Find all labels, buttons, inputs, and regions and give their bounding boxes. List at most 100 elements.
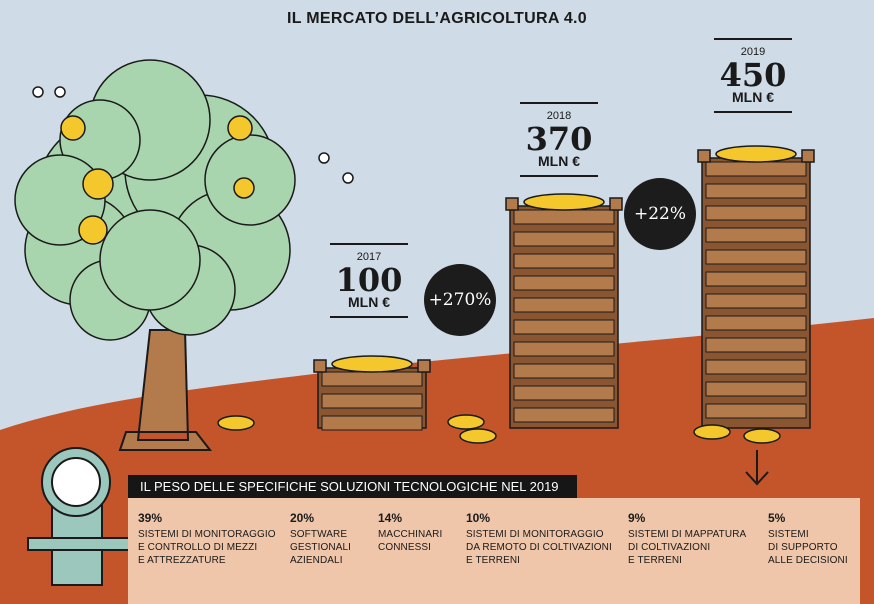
coin-pile (715, 145, 797, 163)
weighing-scale-icon (27, 447, 133, 586)
crate-corner (697, 149, 711, 163)
crate-corner (505, 197, 519, 211)
crate-slat (513, 297, 615, 313)
breakdown-list: 39% SISTEMI DI MONITORAGGIO E CONTROLLO D… (128, 498, 860, 604)
tick-label: 2018 (546, 110, 572, 122)
breakdown-heading: IL PESO DELLE SPECIFICHE SOLUZIONI TECNO… (128, 475, 577, 498)
breakdown-percent: 10% (466, 511, 491, 525)
breakdown-percent: 5% (768, 511, 786, 525)
tick-label: 2017 (356, 251, 382, 263)
crate-slat (705, 227, 807, 243)
ground-coin (743, 428, 781, 444)
crate-slat (513, 363, 615, 379)
down-arrow-icon (745, 450, 769, 486)
crate-stacks (217, 145, 815, 486)
breakdown-label: SISTEMI DI SUPPORTO ALLE DECISIONI (768, 529, 848, 566)
foliage-blob (99, 209, 201, 311)
page-title: IL MERCATO DELL’AGRICOLTURA 4.0 (287, 10, 587, 27)
crate-slat (513, 253, 615, 269)
crate-slat (705, 205, 807, 221)
rule (520, 102, 598, 104)
scale-face (51, 457, 101, 507)
bar-2019 (697, 145, 815, 429)
rule (330, 316, 408, 318)
breakdown-item: 5% SISTEMI DI SUPPORTO ALLE DECISIONI (768, 511, 848, 567)
crate-slat (705, 271, 807, 287)
breakdown-item: 9% SISTEMI DI MAPPATURA DI COLTIVAZIONI E… (628, 511, 746, 567)
crate-slat (705, 381, 807, 397)
crate-corner (609, 197, 623, 211)
crate-slat (705, 337, 807, 353)
unit-label: MLN € (538, 153, 580, 169)
bar-2018 (505, 193, 623, 429)
tree-coin (60, 115, 86, 141)
growth-badge: +22% (624, 178, 696, 250)
ground-coin (447, 414, 485, 430)
growth-badge: +270% (424, 264, 496, 336)
crate-slat (705, 183, 807, 199)
bar-2017 (313, 355, 431, 431)
bubble (32, 86, 44, 98)
breakdown-item: 20% SOFTWARE GESTIONALI AZIENDALI (290, 511, 351, 567)
unit-label: MLN € (348, 294, 390, 310)
data-label: 100 (335, 261, 403, 299)
crate-slat (705, 403, 807, 419)
crate-corner (417, 359, 431, 373)
breakdown-label: SISTEMI DI MONITORAGGIO DA REMOTO DI COL… (466, 529, 612, 566)
breakdown-label: MACCHINARI CONNESSI (378, 529, 443, 553)
breakdown-percent: 39% (138, 511, 163, 525)
bubble (318, 152, 330, 164)
tree-coin (233, 177, 255, 199)
crate-slat (513, 275, 615, 291)
breakdown-item: 10% SISTEMI DI MONITORAGGIO DA REMOTO DI … (466, 511, 612, 567)
breakdown-item: 14% MACCHINARI CONNESSI (378, 511, 442, 554)
crate-slat (321, 393, 423, 409)
crate-slat (513, 407, 615, 423)
tree-coin (78, 215, 108, 245)
crate-slat (321, 371, 423, 387)
crate-slat (513, 341, 615, 357)
breakdown-percent: 9% (628, 511, 646, 525)
breakdown-percent: 20% (290, 511, 315, 525)
breakdown-item: 39% SISTEMI DI MONITORAGGIO E CONTROLLO D… (138, 511, 276, 567)
rule (714, 111, 792, 113)
tree-coin (82, 168, 114, 200)
unit-label: MLN € (732, 89, 774, 105)
coin-pile (331, 355, 413, 373)
coin-pile (523, 193, 605, 211)
crate-slat (705, 359, 807, 375)
data-label: 450 (719, 56, 787, 94)
breakdown-label: SISTEMI DI MONITORAGGIO E CONTROLLO DI M… (138, 529, 276, 566)
crate-slat (513, 385, 615, 401)
crate-slat (513, 319, 615, 335)
crate-slat (513, 209, 615, 225)
ground-coin (459, 428, 497, 444)
bubble (54, 86, 66, 98)
crate-corner (801, 149, 815, 163)
breakdown-label: SISTEMI DI MAPPATURA DI COLTIVAZIONI E T… (628, 529, 747, 566)
crate-corner (313, 359, 327, 373)
money-tree-icon (14, 59, 354, 451)
rule (714, 38, 792, 40)
ground-coin (217, 415, 255, 431)
breakdown-label: SOFTWARE GESTIONALI AZIENDALI (290, 529, 352, 566)
rule (330, 243, 408, 245)
breakdown-percent: 14% (378, 511, 403, 525)
crate-slat (705, 315, 807, 331)
crate-slat (705, 249, 807, 265)
ground-coin (693, 424, 731, 440)
scale-plate (27, 537, 133, 551)
bubble (342, 172, 354, 184)
rule (520, 175, 598, 177)
crate-slat (513, 231, 615, 247)
data-label: 370 (525, 120, 593, 158)
tree-coin (227, 115, 253, 141)
breakdown-panel: IL PESO DELLE SPECIFICHE SOLUZIONI TECNO… (128, 475, 860, 604)
crate-slat (705, 161, 807, 177)
crate-slat (321, 415, 423, 431)
tick-label: 2019 (740, 46, 766, 58)
